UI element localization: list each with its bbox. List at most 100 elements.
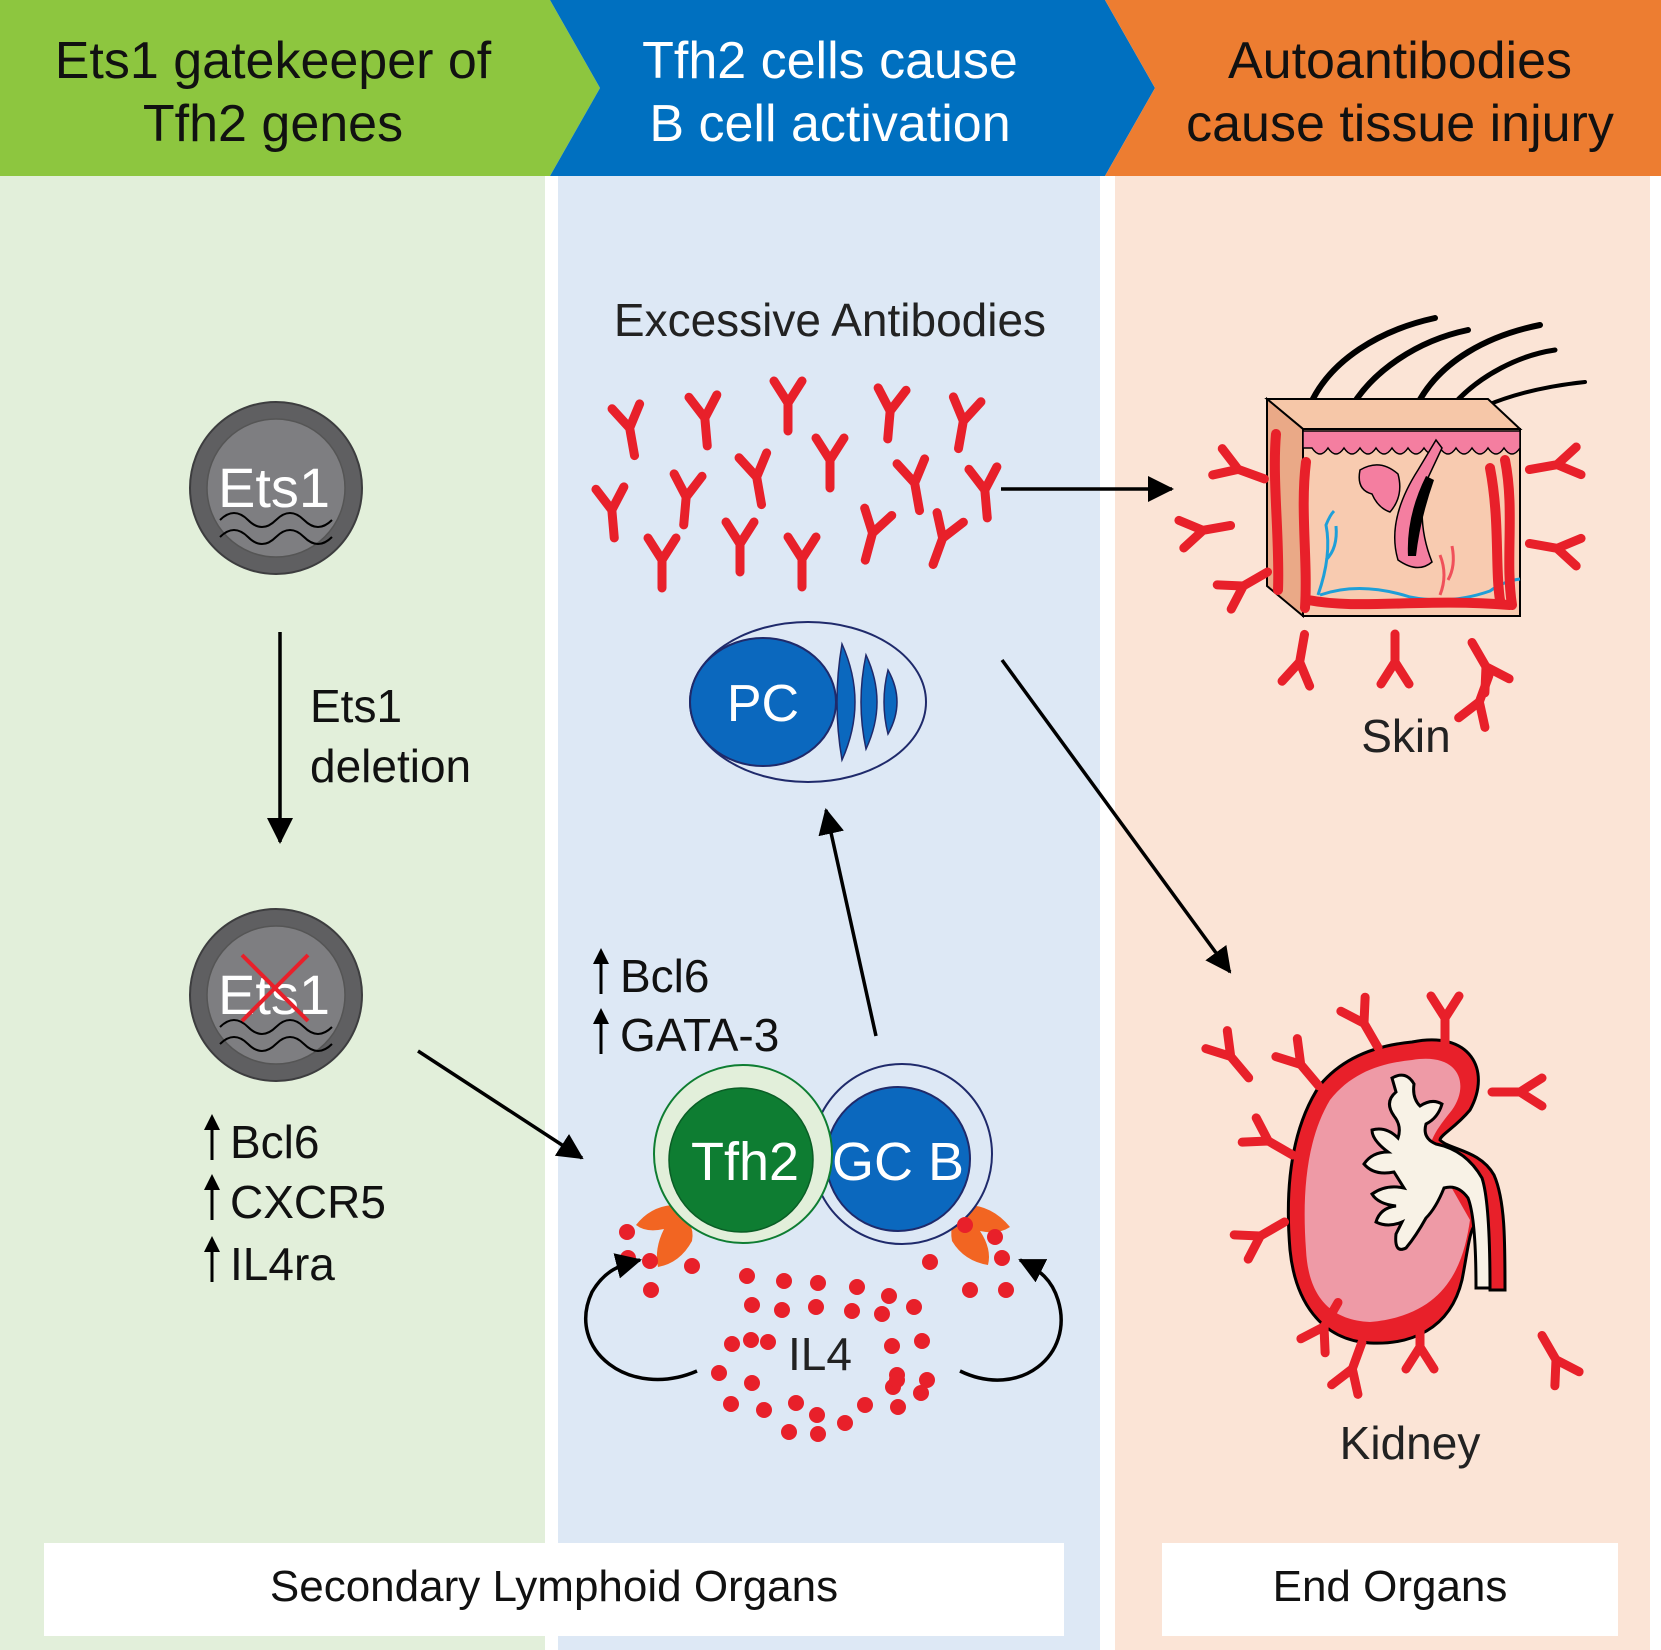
header-step-2-line2: B cell activation <box>649 95 1010 153</box>
skin-antibodies <box>1174 442 1586 732</box>
antibody-icon <box>811 433 849 493</box>
arrow-to-plasma-cell <box>818 808 878 1037</box>
header-step-1-line2: Tfh2 genes <box>143 95 403 153</box>
il4-receptor-left <box>636 1205 693 1267</box>
excessive-antibodies-title: Excessive Antibodies <box>614 294 1046 346</box>
antibody-icon <box>1327 1338 1367 1399</box>
il4-dot <box>849 1279 865 1295</box>
il4-dot <box>744 1297 760 1313</box>
il4-dot <box>684 1258 700 1274</box>
il4-dot <box>881 1288 897 1304</box>
dna-wave-icon <box>219 512 333 528</box>
il4-dot <box>962 1282 978 1298</box>
header-step-2-line1: Tfh2 cells cause <box>642 32 1018 90</box>
ets1-cell-label: Ets1 <box>218 456 330 519</box>
antibody-icon <box>1426 991 1464 1051</box>
il4-dot <box>998 1282 1014 1298</box>
il4-dot <box>711 1365 727 1381</box>
antibody-icon <box>928 508 968 569</box>
header-step-2-shape <box>550 0 1155 176</box>
antibody-icon <box>892 454 930 516</box>
panel-middle-background <box>558 176 1100 1650</box>
ets1-cell-intact: Ets1 <box>189 401 363 575</box>
il4-dot <box>837 1415 853 1431</box>
kidney-antibodies <box>1201 991 1584 1399</box>
kidney-illustration <box>1286 1038 1507 1345</box>
antibody-icon <box>964 462 1002 523</box>
deletion-cross-icon <box>240 953 310 1023</box>
il4-dot <box>957 1217 973 1233</box>
il4-dot <box>857 1397 873 1413</box>
antibody-icon <box>1277 629 1315 691</box>
il4-dot <box>808 1299 824 1315</box>
header-step-1-line1: Ets1 gatekeeper of <box>55 32 492 90</box>
il4-dot <box>994 1250 1010 1266</box>
antibody-cluster <box>591 376 1002 593</box>
antibody-icon <box>1524 442 1586 480</box>
footer-right-label: End Organs <box>1273 1562 1508 1611</box>
antibody-icon <box>1487 1073 1547 1111</box>
left-gene-3: IL4ra <box>230 1238 335 1290</box>
il4-dot <box>619 1224 635 1240</box>
footer-right-box <box>1162 1543 1618 1636</box>
antibody-icon <box>1208 444 1269 484</box>
il4-dot <box>914 1333 930 1349</box>
antibody-icon <box>684 390 722 451</box>
ets1-cell-deleted: Ets1 <box>189 908 363 1082</box>
il4-dot <box>884 1338 900 1354</box>
antibody-icon <box>1336 992 1383 1053</box>
il4-dot <box>643 1282 659 1298</box>
up-arrow-icon <box>204 1236 220 1282</box>
antibody-icon <box>873 383 911 444</box>
header-step-1-shape <box>0 0 600 176</box>
renal-pelvis <box>1362 1073 1492 1290</box>
il4-dot <box>744 1375 760 1391</box>
skin-illustration <box>1264 315 1587 619</box>
antibody-icon <box>1537 1330 1584 1391</box>
il4-dot <box>776 1273 792 1289</box>
antibody-icon <box>1201 1026 1254 1083</box>
antibody-icon <box>1296 1297 1343 1358</box>
arrow-to-kidney <box>1000 658 1232 974</box>
il4-dot <box>743 1332 759 1348</box>
il4-dot <box>723 1396 739 1412</box>
antibody-icon <box>1229 1217 1290 1264</box>
header-step-3-line1: Autoantibodies <box>1228 32 1572 90</box>
il4-dot <box>987 1229 1003 1245</box>
il4-dot <box>874 1306 890 1322</box>
header-step-3-line2: cause tissue injury <box>1186 95 1614 153</box>
header-step-3-shape <box>1105 0 1661 176</box>
gcb-label: GC B <box>832 1132 964 1192</box>
il4-dot <box>844 1303 860 1319</box>
kidney-label: Kidney <box>1340 1417 1481 1469</box>
left-upregulated-list: Bcl6 CXCR5 IL4ra <box>204 1114 386 1290</box>
footer-left-label: Secondary Lymphoid Organs <box>270 1562 838 1611</box>
il4-dot <box>788 1395 804 1411</box>
deletion-label-line1: Ets1 <box>310 680 402 732</box>
il4-dot <box>890 1399 906 1415</box>
antibody-icon <box>607 399 645 461</box>
il4-dot <box>913 1385 929 1401</box>
antibody-icon <box>1271 1034 1324 1091</box>
il4-dot <box>810 1275 826 1291</box>
antibody-icon <box>734 448 772 510</box>
antibody-icon <box>948 392 986 454</box>
up-arrow-icon <box>204 1114 220 1160</box>
il4-feedback-arrow-right <box>959 1258 1063 1382</box>
pc-label: PC <box>727 675 799 733</box>
tfh2-label: Tfh2 <box>691 1132 799 1192</box>
er-band-3 <box>883 667 898 737</box>
up-arrow-icon <box>593 1008 609 1054</box>
er-band-2 <box>860 652 878 752</box>
up-arrow-icon <box>204 1174 220 1220</box>
il4-dot <box>642 1253 658 1269</box>
antibody-icon <box>769 376 807 436</box>
middle-gene-1: Bcl6 <box>620 950 709 1002</box>
left-gene-1: Bcl6 <box>230 1116 319 1168</box>
er-band-1 <box>836 641 856 763</box>
antibody-icon <box>1174 515 1236 553</box>
il4-dot <box>809 1407 825 1423</box>
antibody-icon <box>1401 1314 1439 1374</box>
skin-label: Skin <box>1361 710 1450 762</box>
